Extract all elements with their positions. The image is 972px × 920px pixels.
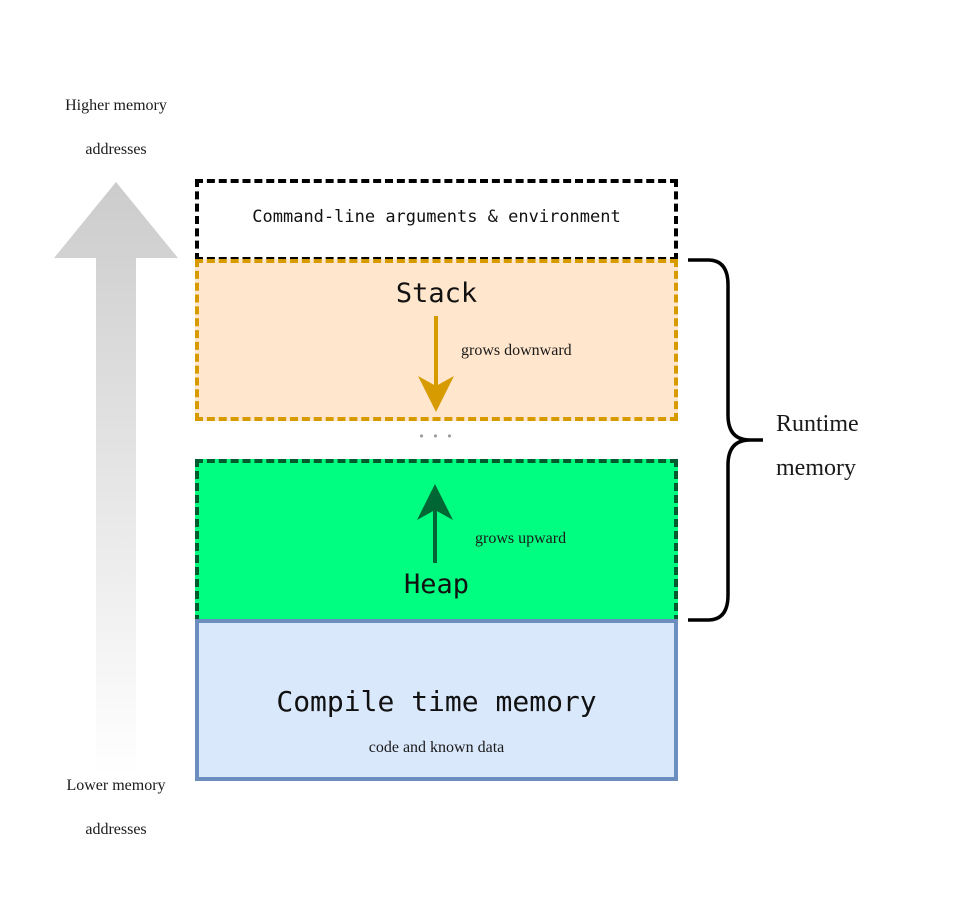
compile-time-segment: Compile time memory code and known data [195, 619, 678, 781]
arrow-up-icon [417, 484, 453, 520]
up-arrow-icon [54, 182, 178, 775]
runtime-memory-label: Runtime memory [776, 402, 859, 490]
higher-address-line1: Higher memory [65, 97, 167, 114]
compile-time-note: code and known data [368, 739, 505, 756]
lower-address-line2: addresses [85, 821, 147, 838]
lower-address-line1: Lower memory [66, 777, 166, 794]
runtime-label-line2: memory [776, 455, 856, 481]
stack-label: Stack [395, 278, 478, 309]
stack-growth-note: grows downward [461, 342, 572, 359]
heap-growth-note: grows upward [475, 530, 567, 547]
heap-label: Heap [403, 569, 470, 600]
higher-address-label: Higher memory addresses [46, 84, 186, 172]
higher-address-line2: addresses [85, 141, 147, 158]
gap-ellipsis: • • • [418, 430, 455, 443]
args-env-segment: Command-line arguments & environment [195, 179, 678, 261]
arrow-down-icon [418, 376, 454, 412]
lower-address-label: Lower memory addresses [46, 764, 186, 852]
args-env-label: Command-line arguments & environment [252, 207, 621, 227]
runtime-label-line1: Runtime [776, 411, 859, 437]
curly-brace-icon [688, 258, 763, 622]
compile-time-label: Compile time memory [276, 685, 597, 718]
